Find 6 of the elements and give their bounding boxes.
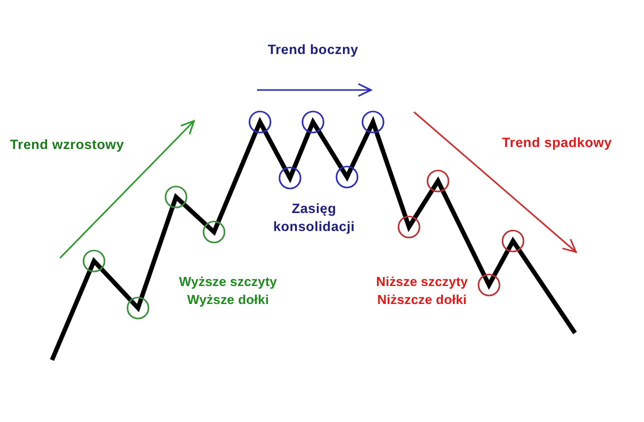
range-label: Zasięg konsolidacji [272,200,356,236]
pattern-label: Wyższe szczyty Wyższe dołki [178,273,278,309]
trend-label: Trend spadkowy [501,134,613,152]
trend-label: Trend boczny [266,41,360,59]
pattern-label: Niższe szczyty Niższcze dołki [375,273,469,309]
trend-label: Trend wzrostowy [8,136,126,154]
